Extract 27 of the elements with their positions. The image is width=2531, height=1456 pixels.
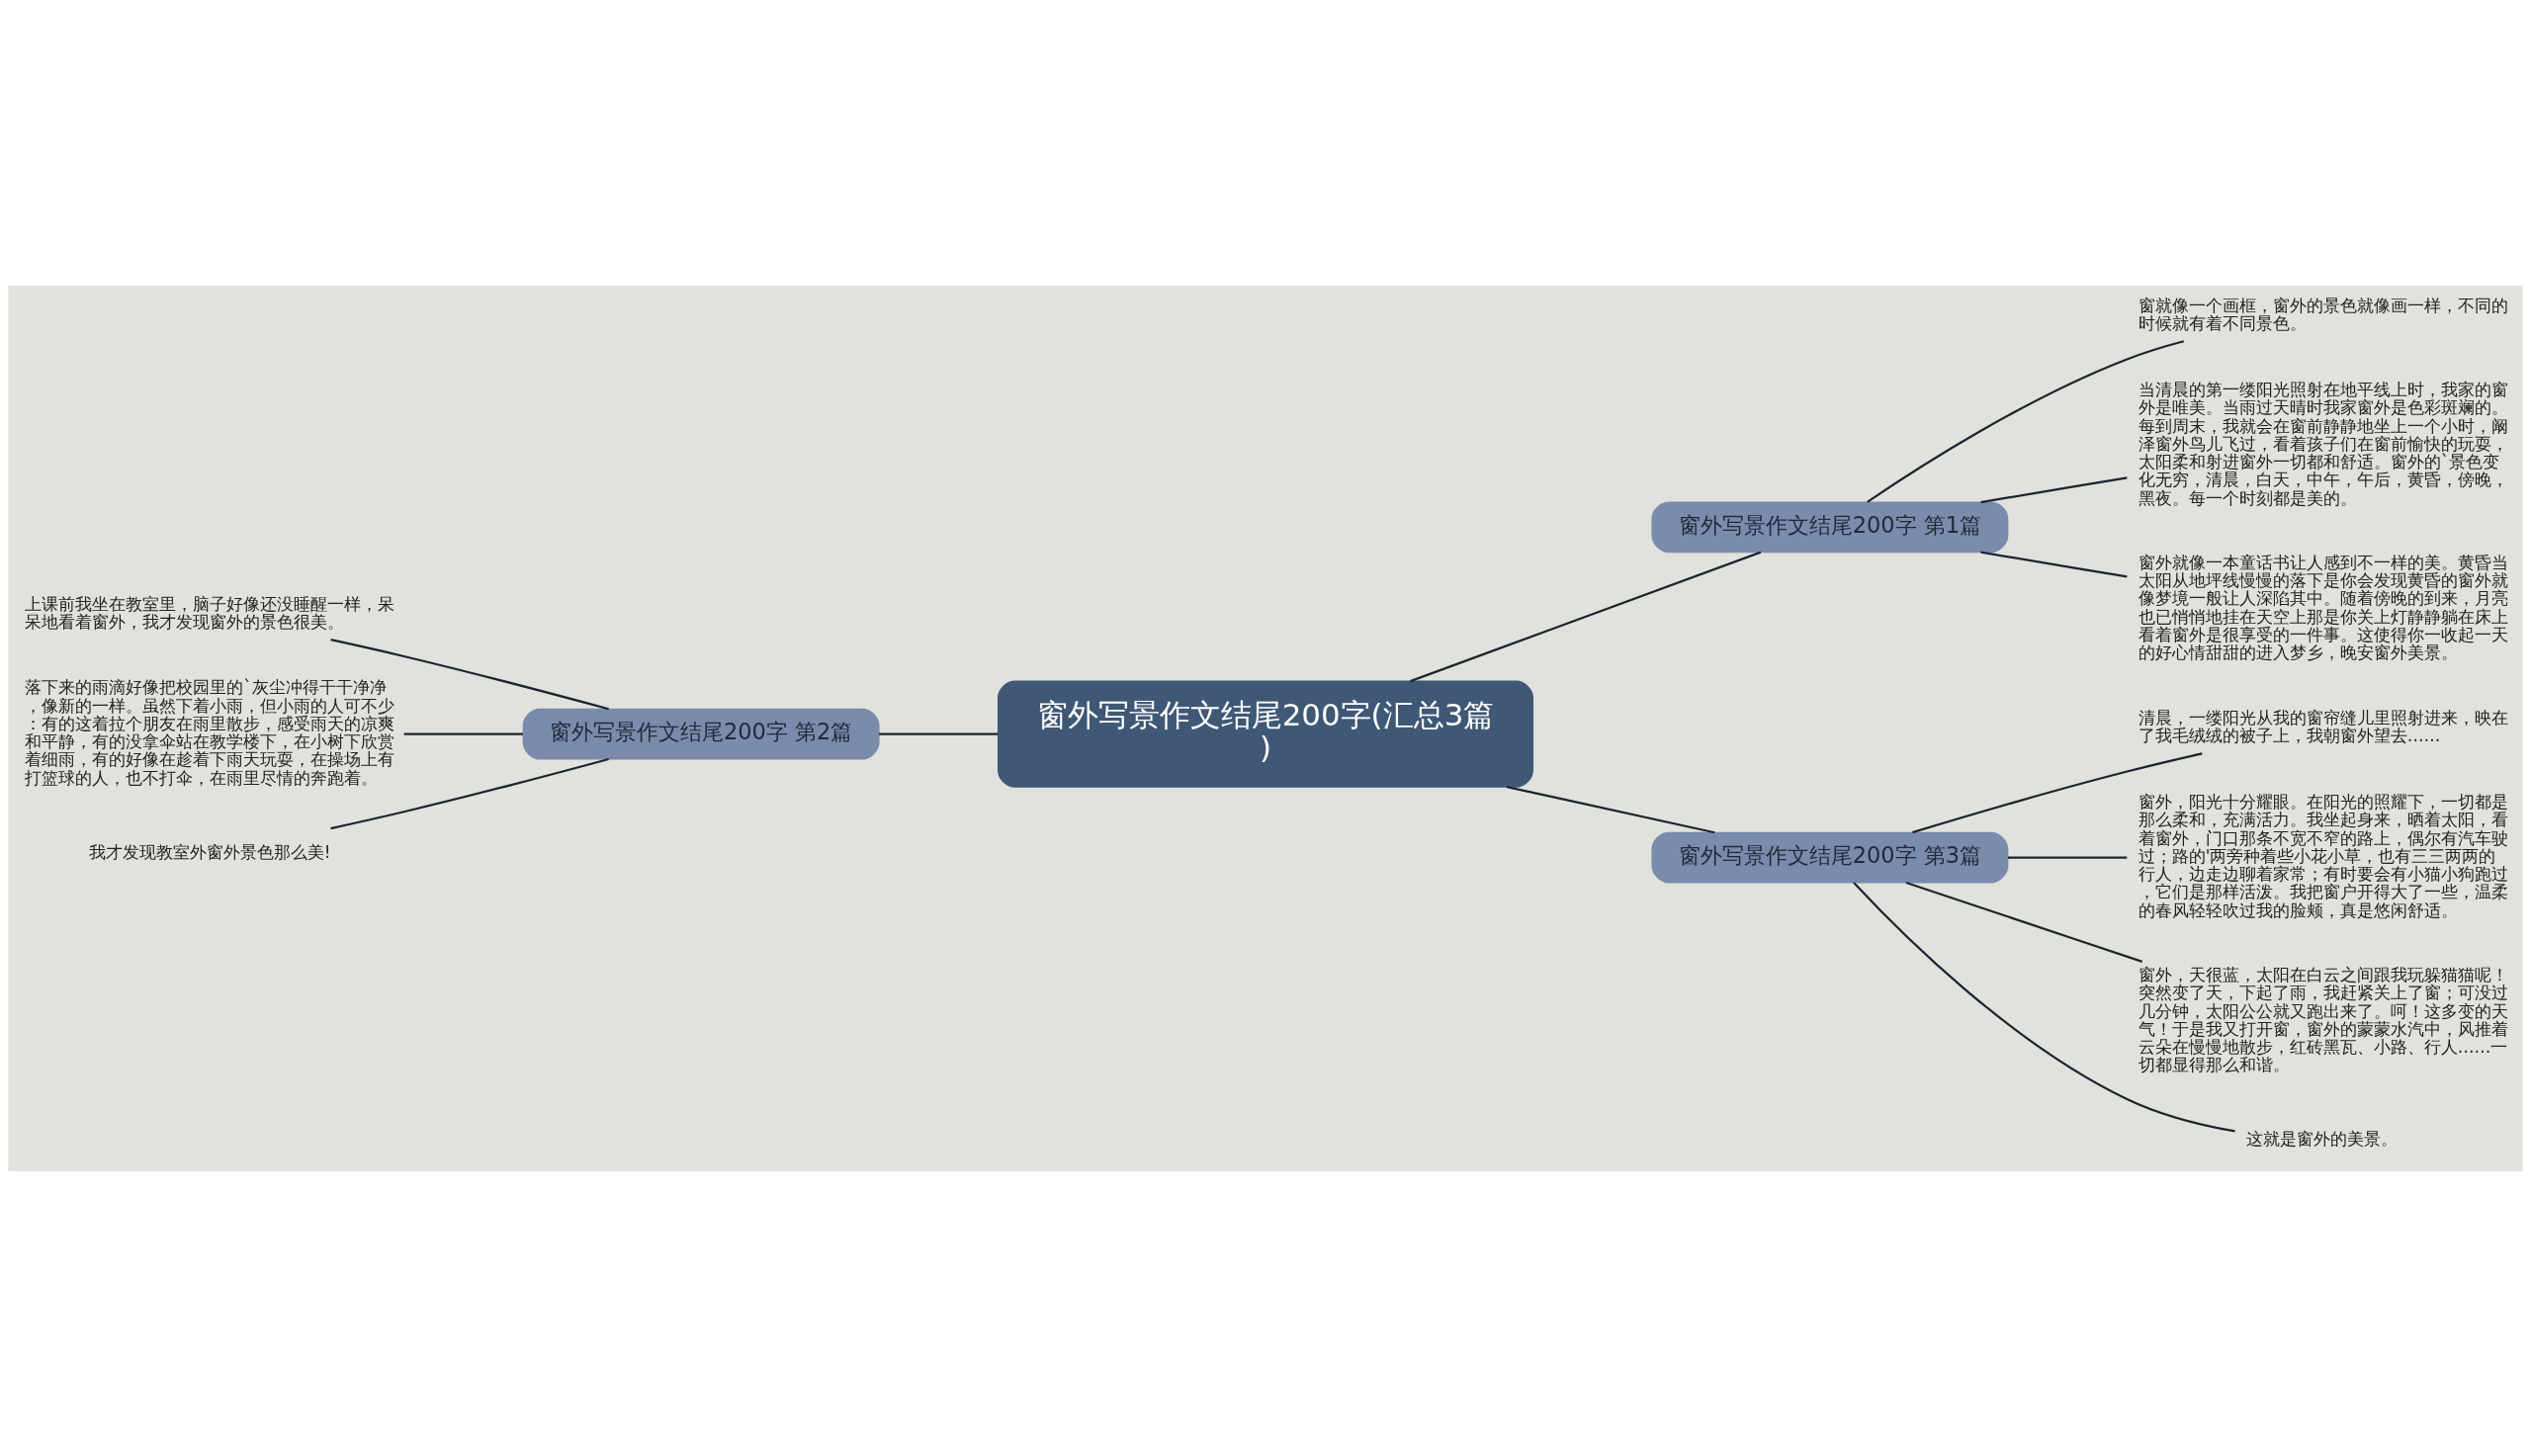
connector	[2008, 856, 2128, 859]
node-box: 窗外写景作文结尾200字 第3篇	[1651, 831, 2009, 884]
node-box: 窗外写景作文结尾200字 第2篇	[522, 708, 880, 760]
node-text: 窗就像一个画框，窗外的景色就像画一样，不同的时候就有着不同景色。	[2138, 295, 2508, 333]
connector	[1905, 881, 2143, 963]
connector	[1410, 551, 1762, 682]
node-text: 我才发现教室外窗外景色那么美!	[88, 841, 331, 862]
node-text: 落下来的雨滴好像把校园里的`灰尘冲得干干净净，像新的一样。虽然下着小雨，但小雨的人可不少：有的这着拉个朋友在雨里散步，感受雨天的凉爽和平静，有的没拿伞站在教学楼下，在小树下欣赏着细雨，有的好像在趁着下雨天玩耍，在操场上有打篮球的人，也不打伞，在雨里尽情的奔跑着。	[25, 676, 395, 788]
connector	[1867, 339, 2185, 503]
connector	[1506, 785, 1715, 833]
connector	[1853, 881, 2235, 1133]
connector	[330, 757, 609, 829]
node-box: 窗外写景作文结尾200字(汇总3篇)	[997, 680, 1534, 788]
node-text: 窗外就像一本童话书让人感到不一样的美。黄昏当太阳从地坪线慢慢的落下是你会发现黄昏的窗外就像梦境一般让人深陷其中。随着傍晚的到来，月亮也已悄悄地挂在天空上那是你关上灯静静躺在床上看着窗外是很享受的一件事。这使得你一收起一天的好心情甜甜的进入梦乡，晚安窗外美景。	[2138, 552, 2508, 662]
connector	[330, 638, 609, 710]
connector	[1912, 751, 2203, 833]
connector	[403, 732, 523, 735]
node-text: 窗外，天很蓝，太阳在白云之间跟我玩躲猫猫呢！突然变了天，下起了雨，我赶紧关上了窗；可没过几分钟，太阳公公就又跑出来了。呵！这多变的天气！于是我又打开窗，窗外的蒙蒙水汽中，风推着云朵在慢慢地散步，红砖黑瓦、小路、行人……一切都显得那么和谐。	[2138, 964, 2508, 1074]
node-text: 当清晨的第一缕阳光照射在地平线上时，我家的窗外是唯美。当雨过天晴时我家窗外是色彩斑斓的。每到周末，我就会在窗前静静地坐上一个小时，阚泽窗外鸟儿飞过，看着孩子们在窗前愉快的玩耍，太阳柔和射进窗外一切都和舒适。窗外的`景色变化无穷，清晨，白天，中午，午后，黄昏，傍晚，黑夜。每一个时刻都是美的。	[2138, 379, 2508, 508]
connector	[1980, 475, 2128, 503]
node-text: 上课前我坐在教室里，脑子好像还没睡醒一样，呆呆地看着窗外，我才发现窗外的景色很美。	[25, 593, 395, 632]
node-text: 这就是窗外的美景。	[2246, 1128, 2399, 1149]
connector	[1980, 551, 2128, 578]
connector	[879, 732, 999, 735]
node-box: 窗外写景作文结尾200字 第1篇	[1651, 500, 2009, 553]
node-text: 清晨，一缕阳光从我的窗帘缝儿里照射进来，映在了我毛绒绒的被子上，我朝窗外望去……	[2138, 707, 2508, 745]
node-text: 窗外，阳光十分耀眼。在阳光的照耀下，一切都是那么柔和，充满活力。我坐起身来，晒着太阳，看着窗外，门口那条不宽不窄的路上，偶尔有汽车驶过；路的'两旁种着些小花小草，也有三三两两的行人，边走边聊着家常；有时要会有小猫小狗跑过，它们是那样活泼。我把窗户开得大了一些，温柔的春风轻轻吹过我的脸颊，真是悠闲舒适。	[2138, 791, 2508, 920]
